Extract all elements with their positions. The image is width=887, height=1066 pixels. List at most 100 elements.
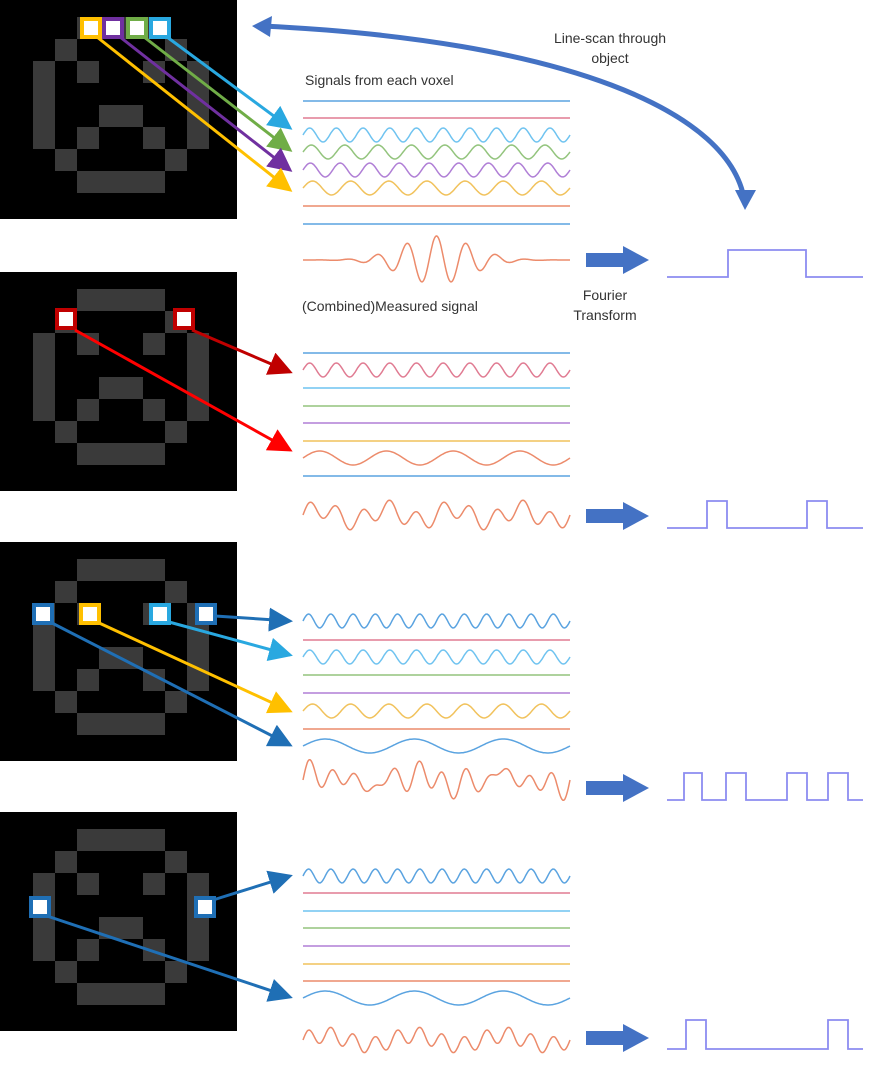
image-pixel <box>187 669 209 691</box>
wave-signal <box>302 162 571 178</box>
wave-signal <box>302 703 571 719</box>
wave-signal <box>302 362 571 378</box>
wave-signal <box>302 738 571 754</box>
image-pixel <box>77 61 99 83</box>
image-pixel <box>77 939 99 961</box>
arrow-red <box>74 328 293 452</box>
image-pixel <box>33 105 55 127</box>
spectrum-2 <box>667 500 863 529</box>
image-pixel <box>143 333 165 355</box>
image-pixel <box>77 559 99 581</box>
image-pixel <box>55 691 77 713</box>
image-pixel <box>77 713 99 735</box>
image-pixel <box>187 127 209 149</box>
fourier-arrow-2 <box>586 502 649 530</box>
image-pixel <box>33 399 55 421</box>
line-scan-arrowhead-down <box>735 190 756 210</box>
image-pixel <box>33 333 55 355</box>
image-pixel <box>143 127 165 149</box>
fourier-transform-label: Fourier Transform <box>573 287 637 323</box>
image-pixel <box>33 669 55 691</box>
voxel-marker-blue <box>29 896 51 918</box>
image-pixel <box>187 917 209 939</box>
voxel-image-4 <box>0 812 237 1031</box>
voxel-marker-yellow <box>79 603 101 625</box>
arrow-blue <box>49 620 293 747</box>
voxel-marker-red <box>55 308 77 330</box>
image-pixel <box>187 61 209 83</box>
image-pixel <box>55 961 77 983</box>
wave-signal <box>302 613 571 629</box>
image-pixel <box>99 105 121 127</box>
arrow-blue <box>46 914 293 1002</box>
image-pixel <box>99 171 121 193</box>
arrow-blue <box>212 870 293 902</box>
image-pixel <box>77 983 99 1005</box>
image-pixel <box>33 83 55 105</box>
image-pixel <box>121 289 143 311</box>
wave-signal <box>302 180 571 196</box>
voxel-marker-sky <box>149 603 171 625</box>
wave-signal <box>302 144 571 160</box>
image-pixel <box>77 289 99 311</box>
image-pixel <box>33 355 55 377</box>
fourier-arrow-3 <box>586 774 649 802</box>
image-pixel <box>55 39 77 61</box>
image-pixel <box>187 939 209 961</box>
image-pixel <box>99 983 121 1005</box>
image-pixel <box>143 443 165 465</box>
measured-signal-2 <box>302 499 571 531</box>
image-pixel <box>143 289 165 311</box>
image-pixel <box>33 873 55 895</box>
fourier-arrow-1 <box>586 246 649 274</box>
image-pixel <box>121 713 143 735</box>
signals-title: Signals from each voxel <box>305 72 454 88</box>
image-pixel <box>33 939 55 961</box>
image-pixel <box>33 127 55 149</box>
image-pixel <box>143 983 165 1005</box>
fourier-arrow-4 <box>586 1024 649 1052</box>
image-pixel <box>165 149 187 171</box>
spectrum-3 <box>667 772 863 801</box>
image-pixel <box>143 559 165 581</box>
image-pixel <box>143 829 165 851</box>
voxel-image-2 <box>0 272 237 491</box>
wave-signal <box>302 649 571 665</box>
image-pixel <box>165 39 187 61</box>
image-pixel <box>165 961 187 983</box>
image-pixel <box>187 873 209 895</box>
image-pixel <box>165 581 187 603</box>
image-pixel <box>55 581 77 603</box>
line-scan-label: Line-scan through object <box>553 30 667 66</box>
image-pixel <box>187 83 209 105</box>
image-pixel <box>143 939 165 961</box>
measured-signal-4 <box>302 1026 571 1054</box>
image-pixel <box>143 873 165 895</box>
arrow-yellow <box>96 35 293 192</box>
image-pixel <box>121 443 143 465</box>
image-pixel <box>121 559 143 581</box>
arrow-sky <box>166 35 293 130</box>
image-pixel <box>99 289 121 311</box>
arrow-sky <box>168 620 293 662</box>
voxel-marker-blue <box>194 896 216 918</box>
image-pixel <box>165 851 187 873</box>
voxel-marker-red <box>173 308 195 330</box>
line-scan-arrow <box>261 23 748 206</box>
image-pixel <box>33 917 55 939</box>
image-pixel <box>77 669 99 691</box>
image-pixel <box>187 355 209 377</box>
arrow-green <box>143 35 293 152</box>
image-pixel <box>187 399 209 421</box>
voxel-marker-purple <box>102 17 124 39</box>
image-pixel <box>121 171 143 193</box>
image-pixel <box>143 713 165 735</box>
image-pixel <box>77 171 99 193</box>
wave-signal <box>302 127 571 143</box>
image-pixel <box>55 851 77 873</box>
line-scan-arrowhead-left <box>252 16 272 37</box>
voxel-marker-sky <box>149 17 171 39</box>
spectrum-4 <box>667 1019 863 1050</box>
image-pixel <box>33 647 55 669</box>
